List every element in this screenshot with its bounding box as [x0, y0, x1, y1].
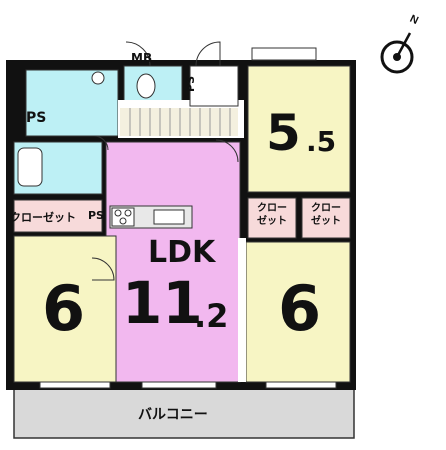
label-closet-right-b: クロー ゼット: [311, 203, 341, 227]
wash-basin: [91, 71, 105, 85]
door-swings: [91, 41, 239, 281]
closet-right-b: [301, 197, 351, 239]
compass: [380, 32, 414, 74]
bathtub: [17, 147, 43, 187]
label-ps-top: PS: [184, 76, 197, 92]
sink: [153, 209, 185, 225]
room-ldk: [105, 141, 241, 383]
label-ps-mid: PS: [88, 209, 104, 222]
entry-floor: [189, 65, 239, 107]
label-room-top-right-dec: .5: [306, 125, 337, 158]
ldk-side-strip: [238, 238, 246, 382]
label-closet-right-a: クロー ゼット: [257, 203, 287, 227]
toilet: [136, 73, 156, 99]
label-room-top-right-int: 5: [266, 104, 301, 162]
room-5-5: [247, 65, 351, 193]
label-room-left-size: 6: [42, 272, 86, 345]
label-ldk-size-int: 11: [122, 269, 203, 337]
label-ldk: LDK: [148, 235, 216, 270]
stove: [111, 207, 135, 227]
stairs-lines: [129, 108, 231, 136]
label-ldk-size-dec: .2: [194, 297, 229, 335]
label-room-right-size: 6: [278, 272, 322, 345]
windows-top: [251, 47, 317, 61]
label-closet-left: クローゼット: [10, 211, 76, 224]
label-mb: MB: [131, 51, 153, 65]
closet-left: [13, 199, 103, 233]
closet-right-a: [247, 197, 297, 239]
label-ps-top-left: PS: [26, 110, 47, 126]
windows-bottom: [39, 381, 337, 389]
balcony-area: [13, 387, 355, 439]
label-balcony: バルコニー: [138, 407, 208, 423]
